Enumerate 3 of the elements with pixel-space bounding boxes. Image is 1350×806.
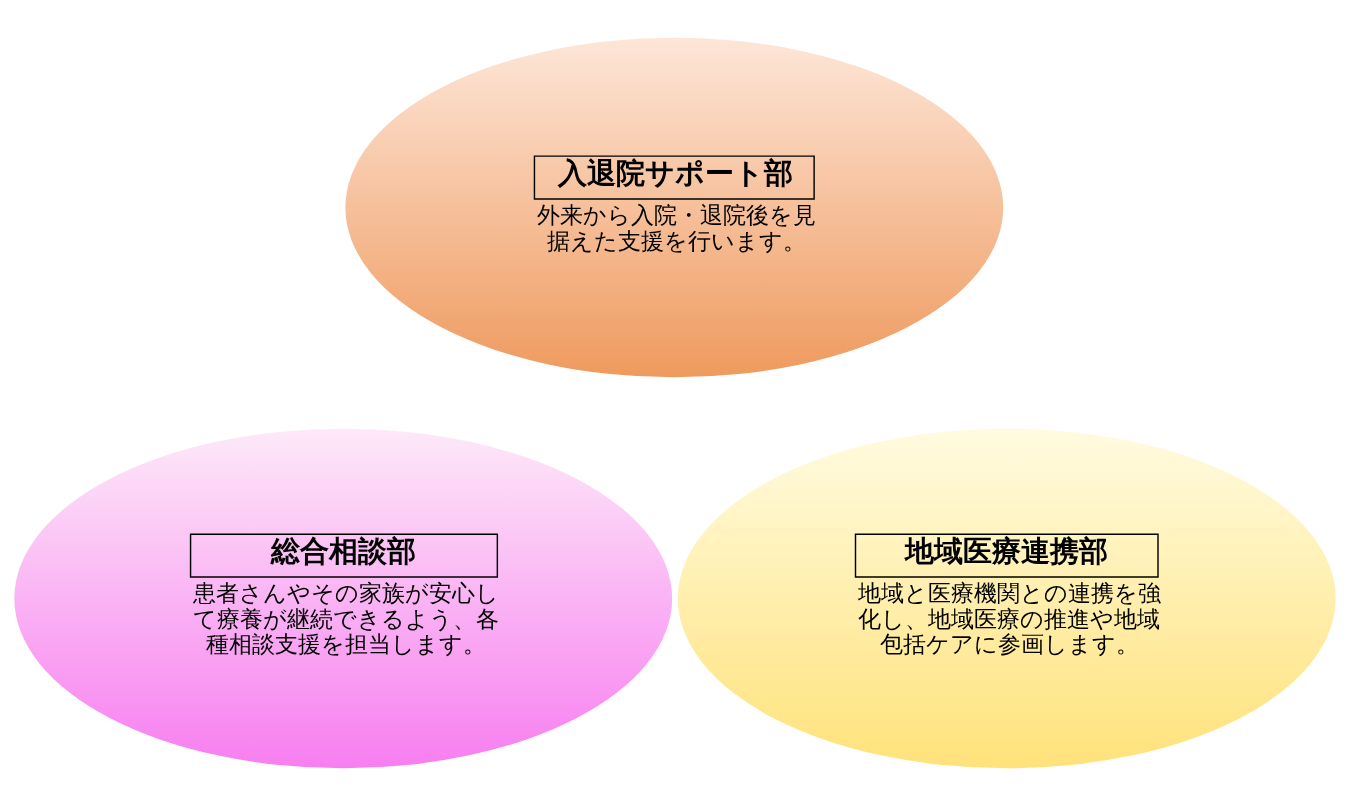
node-ellipse: 入退院サポート部 外来から入院・退院後を見据えた支援を行います。: [345, 37, 1004, 378]
node-ellipse: 総合相談部 患者さんやその家族が安心して療養が継続できるよう、各種相談支援を担当します。: [14, 428, 673, 769]
node-ellipse: 地域医療連携部 地域と医療機関との連携を強化し、地域医療の推進や地域包括ケアに参画します。: [677, 428, 1336, 769]
